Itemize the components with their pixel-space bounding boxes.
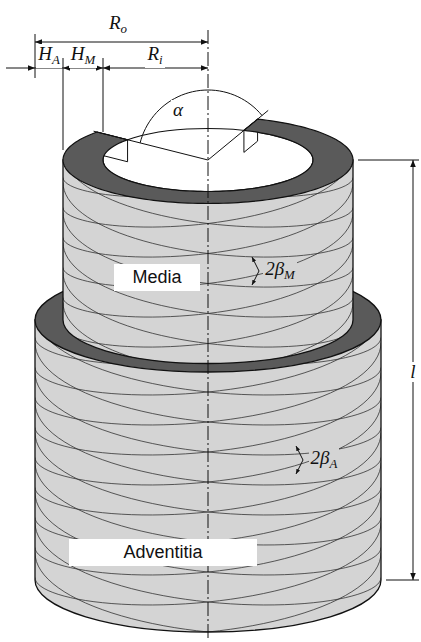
layer-name: Media — [123, 267, 191, 288]
dimension-line — [6, 68, 35, 69]
dimension-label: Ri — [145, 44, 164, 67]
angle-label: α — [171, 100, 185, 121]
angle-arc — [140, 90, 262, 143]
dimension-line — [103, 68, 208, 69]
layer-name: Adventitia — [78, 542, 248, 563]
dimension-line — [35, 42, 208, 43]
dimension-line — [386, 580, 419, 581]
dimension-label: Ro — [107, 13, 129, 36]
angle-label: 2βM — [263, 259, 297, 282]
dimension-line — [252, 257, 259, 285]
dimension-line — [358, 160, 419, 161]
dimension-line — [63, 68, 103, 69]
dimension-line — [296, 446, 303, 474]
angle-label: 2βA — [309, 448, 340, 471]
dimension-line — [63, 58, 64, 150]
dimension-line — [35, 68, 63, 69]
angle-leg — [94, 131, 208, 160]
dimension-label: HM — [69, 44, 98, 67]
angle-leg — [208, 110, 268, 160]
dimension-line — [103, 58, 104, 132]
dimension-label: l — [408, 362, 417, 383]
layer-label-box: Media — [114, 264, 200, 291]
dimension-label: HA — [36, 44, 62, 67]
layer-label-box: Adventitia — [69, 539, 257, 566]
